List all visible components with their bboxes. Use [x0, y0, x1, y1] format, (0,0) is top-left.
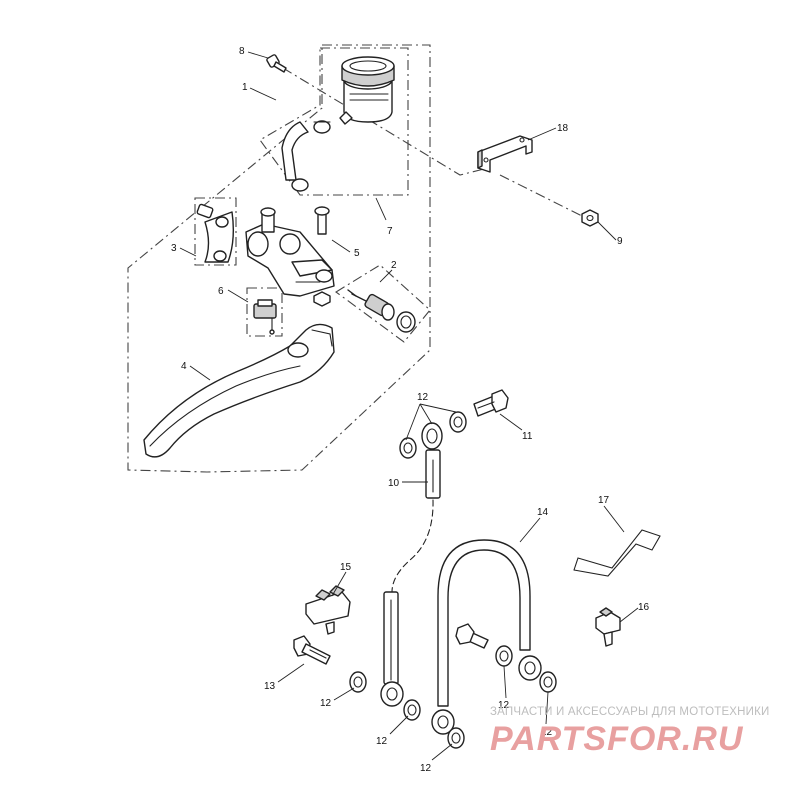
upper-washer-right [449, 411, 467, 433]
brake-hose-lower-segment [380, 591, 404, 707]
washer-hose-10-lower [403, 699, 421, 721]
callout-7: 7 [387, 226, 393, 237]
reservoir-kit-outline [259, 47, 409, 196]
callout-12-hose10: 12 [376, 736, 388, 747]
bolt-13 [293, 635, 331, 665]
brake-light-switch [253, 299, 277, 335]
callout-8: 8 [239, 46, 245, 57]
callout-1: 1 [242, 82, 248, 93]
callout-16: 16 [638, 602, 650, 613]
callout-15: 15 [340, 562, 352, 573]
reservoir-bracket [477, 135, 533, 173]
washer-13-side [349, 671, 367, 693]
washer-hose-14-lower [447, 727, 465, 749]
upper-banjo-bolt [473, 389, 509, 417]
callout-4: 4 [181, 361, 187, 372]
callout-2: 2 [391, 260, 397, 271]
reservoir-screw [266, 54, 287, 73]
callout-11: 11 [522, 431, 533, 442]
callout-3: 3 [171, 243, 177, 254]
watermark-tagline: ЗАПЧАСТИ И АКСЕССУАРЫ ДЛЯ МОТОТЕХНИКИ [490, 706, 770, 718]
washer-right [539, 671, 557, 693]
brake-hose-break-line [391, 499, 434, 593]
callout-18: 18 [557, 123, 569, 134]
clamp-kit-outline [194, 197, 237, 266]
callout-17: 17 [598, 495, 610, 506]
bracket-nut [581, 209, 599, 227]
handlebar-clamp [196, 203, 235, 263]
callout-labels: 8 1 18 7 9 3 5 2 6 4 12 11 10 14 17 15 1… [171, 46, 650, 774]
reservoir-hose [281, 120, 331, 192]
callout-6: 6 [218, 286, 224, 297]
watermark-logo: PARTSFOR.RU [490, 720, 790, 768]
callout-12-mid: 12 [498, 700, 510, 711]
callout-5: 5 [354, 248, 360, 259]
bracket-nut-centerline [499, 174, 591, 221]
hose-clip-15 [305, 585, 351, 635]
upper-banjo-eye [421, 422, 443, 450]
brake-lever [143, 323, 335, 458]
reservoir-mount-centerline [282, 67, 489, 176]
callout-12-washer-13: 12 [320, 698, 332, 709]
watermark-logo-text: PARTSFOR.RU [490, 720, 744, 758]
upper-washer-left [399, 437, 417, 459]
hose-clip-16 [595, 607, 621, 647]
piston-kit-outline [335, 264, 431, 343]
master-cylinder-assembly-outline [127, 44, 431, 473]
callout-12-hose14: 12 [420, 763, 432, 774]
callout-12-upper: 12 [417, 392, 429, 403]
washer-mid [495, 645, 513, 667]
switch-kit-outline [246, 287, 283, 337]
callout-13: 13 [264, 681, 276, 692]
callout-10: 10 [388, 478, 400, 489]
piston-kit [347, 289, 416, 333]
brake-hose-u-shaped [431, 539, 542, 735]
callout-14: 14 [537, 507, 549, 518]
callout-9: 9 [617, 236, 623, 247]
lower-banjo-bolt [455, 623, 489, 649]
brake-hose-upper-segment [425, 449, 441, 499]
brake-fluid-reservoir [339, 56, 395, 125]
master-cylinder-body [245, 206, 335, 307]
callout-12-right: 12 [541, 727, 553, 738]
callout-leaders [179, 51, 639, 761]
wire-guide-17 [573, 529, 661, 577]
